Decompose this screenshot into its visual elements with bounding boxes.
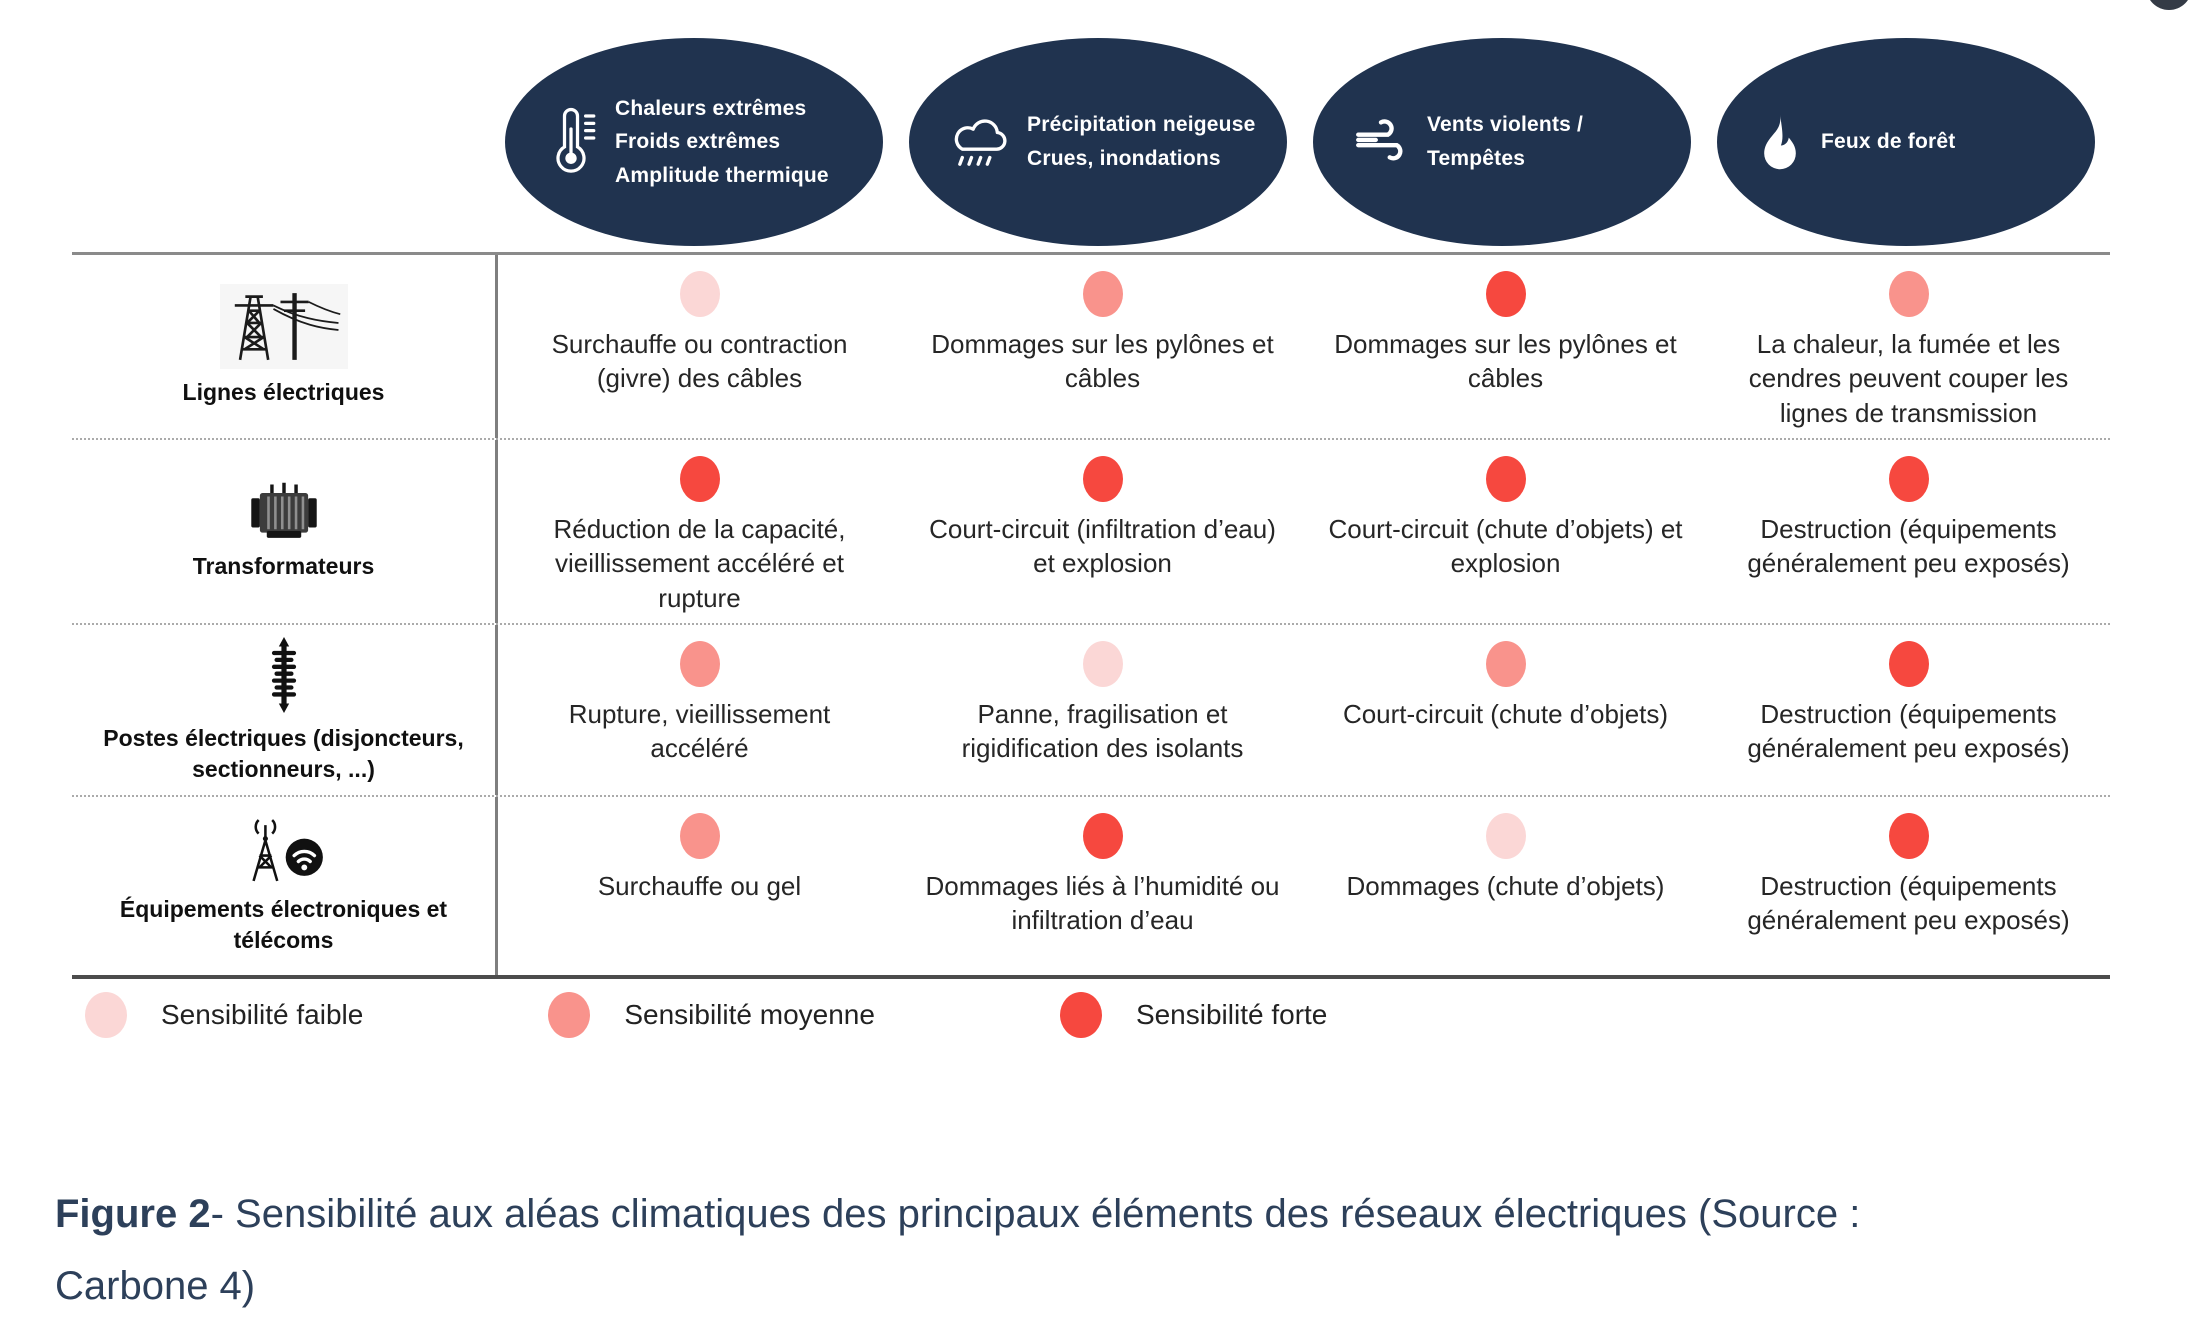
antenna-icon	[233, 815, 335, 886]
row-header-equipements-telecoms: Équipements électroniques et télécoms	[72, 796, 498, 975]
table-cell: La chaleur, la fumée et les cendres peuv…	[1707, 255, 2110, 438]
legend-label: Sensibilité forte	[1135, 999, 1328, 1030]
table-cell: Rupture, vieillissement accéléré	[498, 625, 901, 795]
cell-text: Surchauffe ou gel	[597, 870, 802, 901]
sensitivity-dot	[1888, 640, 1929, 687]
cell-text: Court-circuit (infiltration d’eau) et ex…	[929, 513, 1276, 579]
insulator-icon	[265, 635, 303, 715]
table-row: Transformateurs Réduction de la capacité…	[72, 437, 2110, 623]
table-cell: Dommages liés à l’humidité ou infiltrati…	[901, 797, 1304, 975]
sensitivity-dot	[1888, 271, 1929, 317]
table-row: Postes électriques (disjoncteurs, sectio…	[72, 622, 2110, 795]
legend-dot-medium	[548, 992, 591, 1038]
table-cell: Destruction (équipements généralement pe…	[1707, 625, 2110, 795]
sensitivity-dot	[1485, 640, 1526, 687]
wind-icon	[1353, 117, 1409, 168]
row-label: Équipements électroniques et télécoms	[119, 896, 448, 954]
hazard-precipitation: Précipitation neigeuse Crues, inondation…	[909, 38, 1287, 246]
fire-icon	[1757, 113, 1803, 171]
rain-cloud-icon	[949, 114, 1009, 171]
row-header-postes-electriques: Postes électriques (disjoncteurs, sectio…	[72, 624, 498, 795]
sensitivity-dot	[679, 812, 720, 859]
table-cell: Dommages sur les pylônes et câbles	[1304, 255, 1707, 438]
cell-text: Dommages (chute d’objets)	[1346, 870, 1665, 901]
sensitivity-dot	[1485, 455, 1526, 502]
legend-item-forte: Sensibilité forte	[1059, 992, 1328, 1038]
sensitivity-dot	[1082, 455, 1123, 502]
cell-text: Destruction (équipements généralement pe…	[1747, 870, 2070, 936]
hazard-wind: Vents violents / Tempêtes	[1313, 38, 1691, 246]
sensitivity-dot	[1082, 812, 1123, 859]
cell-text: Surchauffe ou contraction (givre) des câ…	[551, 329, 848, 394]
sensitivity-table: Lignes électriques Surchauffe ou contrac…	[72, 252, 2110, 979]
legend-item-faible: Sensibilité faible	[85, 992, 363, 1038]
cell-text: Rupture, vieillissement accéléré	[568, 698, 831, 764]
table-row: Lignes électriques Surchauffe ou contrac…	[72, 255, 2110, 438]
sensitivity-dot	[679, 455, 720, 502]
hazard-wildfire: Feux de forêt	[1717, 38, 2095, 246]
hazard-thermal: Chaleurs extrêmes Froids extrêmes Amplit…	[505, 38, 883, 246]
table-cell: Court-circuit (chute d’objets)	[1304, 625, 1707, 795]
cell-text: Destruction (équipements généralement pe…	[1747, 698, 2070, 764]
table-cell: Destruction (équipements généralement pe…	[1707, 797, 2110, 975]
table-cell: Surchauffe ou gel	[498, 797, 901, 975]
cell-text: Dommages sur les pylônes et câbles	[1334, 329, 1677, 394]
cell-text: Réduction de la capacité, vieillissement…	[553, 513, 846, 613]
legend-label: Sensibilité moyenne	[624, 999, 875, 1030]
power-lines-icon	[219, 284, 348, 370]
sensitivity-legend: Sensibilité faible Sensibilité moyenne S…	[85, 992, 1512, 1038]
cell-text: La chaleur, la fumée et les cendres peuv…	[1748, 329, 2069, 428]
hazard-label: Chaleurs extrêmes Froids extrêmes Amplit…	[615, 96, 829, 187]
legend-dot-low	[85, 992, 127, 1038]
legend-item-moyenne: Sensibilité moyenne	[548, 992, 875, 1038]
table-cell: Dommages sur les pylônes et câbles	[901, 255, 1304, 438]
sensitivity-dot	[679, 640, 720, 687]
cell-text: Panne, fragilisation et rigidification d…	[961, 698, 1244, 764]
row-header-transformateurs: Transformateurs	[72, 439, 498, 623]
cell-text: Dommages sur les pylônes et câbles	[931, 329, 1274, 394]
row-label: Postes électriques (disjoncteurs, sectio…	[103, 724, 464, 782]
table-cell: Destruction (équipements généralement pe…	[1707, 440, 2110, 623]
table-cell: Réduction de la capacité, vieillissement…	[498, 440, 901, 623]
table-cell: Panne, fragilisation et rigidification d…	[901, 625, 1304, 795]
caption-line-1: Figure 2- Sensibilité aux aléas climatiq…	[55, 1178, 2135, 1250]
figure-caption: Figure 2- Sensibilité aux aléas climatiq…	[55, 1178, 2135, 1322]
thermometer-icon	[545, 106, 597, 178]
sensitivity-dot	[679, 271, 720, 317]
table-cell: Court-circuit (chute d’objets) et explos…	[1304, 440, 1707, 623]
row-label: Transformateurs	[192, 552, 375, 579]
figure-number: Figure 2	[55, 1192, 211, 1236]
caption-text: - Sensibilité aux aléas climatiques des …	[210, 1192, 1861, 1236]
cell-text: Dommages liés à l’humidité ou infiltrati…	[925, 870, 1280, 936]
row-label: Lignes électriques	[182, 379, 385, 406]
hazard-header: Chaleurs extrêmes Froids extrêmes Amplit…	[505, 38, 2095, 246]
cell-text: Destruction (équipements généralement pe…	[1747, 513, 2070, 579]
sensitivity-dot	[1082, 271, 1123, 317]
transformer-icon	[246, 481, 322, 543]
row-header-lignes-electriques: Lignes électriques	[72, 255, 498, 438]
legend-label: Sensibilité faible	[161, 999, 364, 1030]
sensitivity-dot	[1485, 271, 1526, 317]
sensitivity-dot	[1485, 812, 1526, 859]
table-cell: Court-circuit (infiltration d’eau) et ex…	[901, 440, 1304, 623]
caption-line-2: Carbone 4)	[55, 1264, 256, 1308]
hazard-label: Précipitation neigeuse Crues, inondation…	[1027, 113, 1256, 170]
hazard-label: Vents violents / Tempêtes	[1427, 113, 1584, 170]
sensitivity-dot	[1888, 812, 1929, 859]
cell-text: Court-circuit (chute d’objets) et explos…	[1328, 513, 1683, 579]
legend-dot-high	[1059, 992, 1102, 1038]
hazard-label: Feux de forêt	[1821, 130, 1956, 154]
sensitivity-dot	[1082, 640, 1123, 687]
table-cell: Dommages (chute d’objets)	[1304, 797, 1707, 975]
cell-text: Court-circuit (chute d’objets)	[1342, 698, 1669, 729]
page-corner-dot	[2146, 0, 2192, 10]
table-row: Équipements électroniques et télécoms Su…	[72, 794, 2110, 975]
table-cell: Surchauffe ou contraction (givre) des câ…	[498, 255, 901, 438]
sensitivity-dot	[1888, 455, 1929, 502]
